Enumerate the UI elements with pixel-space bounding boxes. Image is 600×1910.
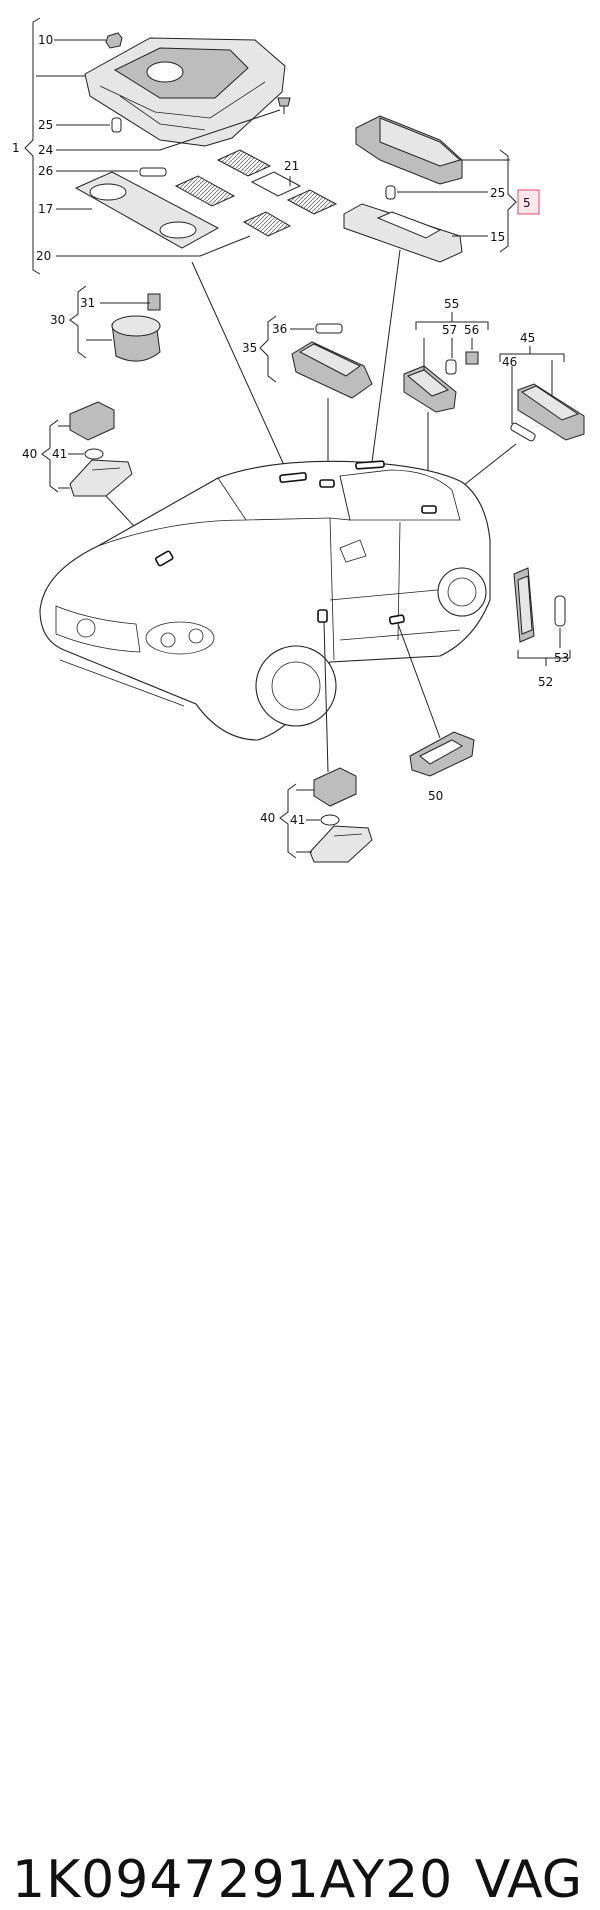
callout-57[interactable]: 57 bbox=[442, 323, 457, 337]
callout-56[interactable]: 56 bbox=[464, 323, 479, 337]
callout-41-bottom[interactable]: 41 bbox=[290, 813, 305, 827]
callout-20[interactable]: 20 bbox=[36, 249, 51, 263]
callout-21[interactable]: 21 bbox=[284, 159, 299, 173]
part-53-bulb[interactable] bbox=[554, 595, 566, 627]
part-30-switch[interactable] bbox=[69, 285, 161, 362]
callout-40-top[interactable]: 40 bbox=[22, 447, 37, 461]
part-41-bulb-bottom[interactable] bbox=[320, 814, 340, 826]
parts-diagram: 1 10 25 24 26 17 bbox=[12, 17, 585, 863]
car-body bbox=[39, 460, 491, 741]
callout-55[interactable]: 55 bbox=[444, 297, 459, 311]
part-45-lamp[interactable] bbox=[517, 383, 585, 441]
callout-25-left[interactable]: 25 bbox=[38, 118, 53, 132]
callout-41-top[interactable]: 41 bbox=[52, 447, 67, 461]
bottom-caption: 1K0947291AY20 VAG bbox=[0, 920, 600, 1910]
part-21-panels[interactable] bbox=[174, 149, 338, 237]
callout-5[interactable]: 5 bbox=[523, 196, 531, 210]
callout-31[interactable]: 31 bbox=[80, 296, 95, 310]
callout-26[interactable]: 26 bbox=[38, 164, 53, 178]
callout-40-bottom[interactable]: 40 bbox=[260, 811, 275, 825]
callout-10[interactable]: 10 bbox=[38, 33, 53, 47]
callout-30[interactable]: 30 bbox=[50, 313, 65, 327]
callout-36[interactable]: 36 bbox=[272, 322, 287, 336]
callout-17[interactable]: 17 bbox=[38, 202, 53, 216]
callout-35[interactable]: 35 bbox=[242, 341, 257, 355]
bracket-group-1 bbox=[24, 17, 41, 275]
callout-1[interactable]: 1 bbox=[12, 141, 20, 155]
part-40-lamp-bottom[interactable] bbox=[313, 767, 357, 807]
part-40-housing-top[interactable] bbox=[69, 459, 133, 497]
callout-45[interactable]: 45 bbox=[520, 331, 535, 345]
part-number: 1K0947291AY20 bbox=[12, 1850, 454, 1910]
part-25-bulb-left[interactable] bbox=[56, 117, 122, 133]
part-25-bulb-right[interactable] bbox=[385, 185, 488, 200]
part-40-housing-bottom[interactable] bbox=[309, 825, 373, 863]
callout-15[interactable]: 15 bbox=[490, 230, 505, 244]
part-56-holder[interactable] bbox=[465, 351, 479, 365]
highlight-box-5[interactable]: 5 bbox=[517, 189, 540, 215]
roof-console-housing[interactable] bbox=[36, 37, 286, 147]
part-57-bulb[interactable] bbox=[445, 359, 457, 375]
brand-label: VAG bbox=[474, 1850, 582, 1910]
part-24-screw[interactable] bbox=[56, 97, 291, 151]
part-15-lamp-lens[interactable] bbox=[343, 203, 488, 263]
part-10-clip[interactable] bbox=[54, 32, 123, 49]
part-55-lamp[interactable] bbox=[403, 365, 457, 413]
part-35-lamp[interactable] bbox=[259, 315, 373, 399]
callout-50[interactable]: 50 bbox=[428, 789, 443, 803]
part-5-lamp-housing[interactable] bbox=[355, 115, 510, 185]
callout-25-right[interactable]: 25 bbox=[490, 186, 505, 200]
callout-52[interactable]: 52 bbox=[538, 675, 553, 689]
callout-46[interactable]: 46 bbox=[502, 355, 517, 369]
part-26-bulb[interactable] bbox=[56, 167, 167, 177]
part-40-lamp-top[interactable] bbox=[69, 401, 115, 441]
bracket-group-5 bbox=[499, 149, 517, 253]
part-52-lamp[interactable] bbox=[513, 567, 535, 643]
part-46-bulb[interactable] bbox=[510, 422, 537, 442]
car-lamp-markers bbox=[155, 460, 437, 625]
part-17-lens[interactable] bbox=[56, 171, 220, 249]
callout-24[interactable]: 24 bbox=[38, 143, 53, 157]
part-50-lamp[interactable] bbox=[409, 731, 475, 777]
part-41-bulb-top[interactable] bbox=[84, 448, 104, 460]
callout-53[interactable]: 53 bbox=[554, 651, 569, 665]
